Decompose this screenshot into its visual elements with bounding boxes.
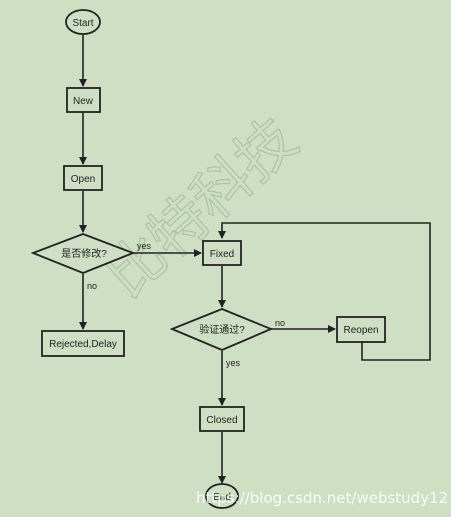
node-rejected-shape: [41, 330, 125, 357]
node-new-label: New: [73, 96, 94, 107]
node-fixed-shape: [202, 240, 242, 266]
node-end-label: End: [213, 492, 231, 503]
node-fixed-label: Fixed: [210, 249, 234, 260]
edges: [79, 35, 431, 484]
edge-label-modify-no: no: [87, 281, 97, 291]
node-decision-modify-label: 是否修改?: [61, 247, 107, 260]
node-reopen-label: Reopen: [343, 325, 378, 336]
edge-label-verify-yes: yes: [226, 358, 241, 368]
edge-labels: yes no no yes: [87, 241, 285, 368]
watermark: 比特科技: [91, 104, 310, 311]
node-decision-verify-label: 验证通过?: [199, 323, 245, 336]
node-new-shape: [66, 87, 101, 113]
node-open-shape: [63, 165, 103, 191]
node-reopen-shape: [336, 316, 386, 343]
edge-label-verify-no: no: [275, 318, 285, 328]
node-start-label: Start: [72, 18, 93, 29]
node-start-shape: [65, 9, 101, 35]
watermark-cjk-text: 比特科技: [92, 105, 310, 311]
nodes: [30, 9, 386, 509]
node-labels: Start New Open 是否修改? Rejected,Delay Fixe…: [49, 18, 378, 503]
node-decision-verify-shape: [169, 308, 274, 351]
node-end-shape: [205, 483, 239, 509]
edge-reopen-fixed: [218, 222, 431, 361]
edge-label-modify-yes: yes: [137, 241, 152, 251]
node-open-label: Open: [71, 174, 95, 185]
watermark-url-text: https://blog.csdn.net/webstudy12: [196, 489, 448, 507]
node-closed-label: Closed: [206, 415, 237, 426]
node-decision-modify-shape: [30, 233, 136, 274]
node-rejected-label: Rejected,Delay: [49, 339, 117, 350]
node-closed-shape: [199, 406, 245, 432]
